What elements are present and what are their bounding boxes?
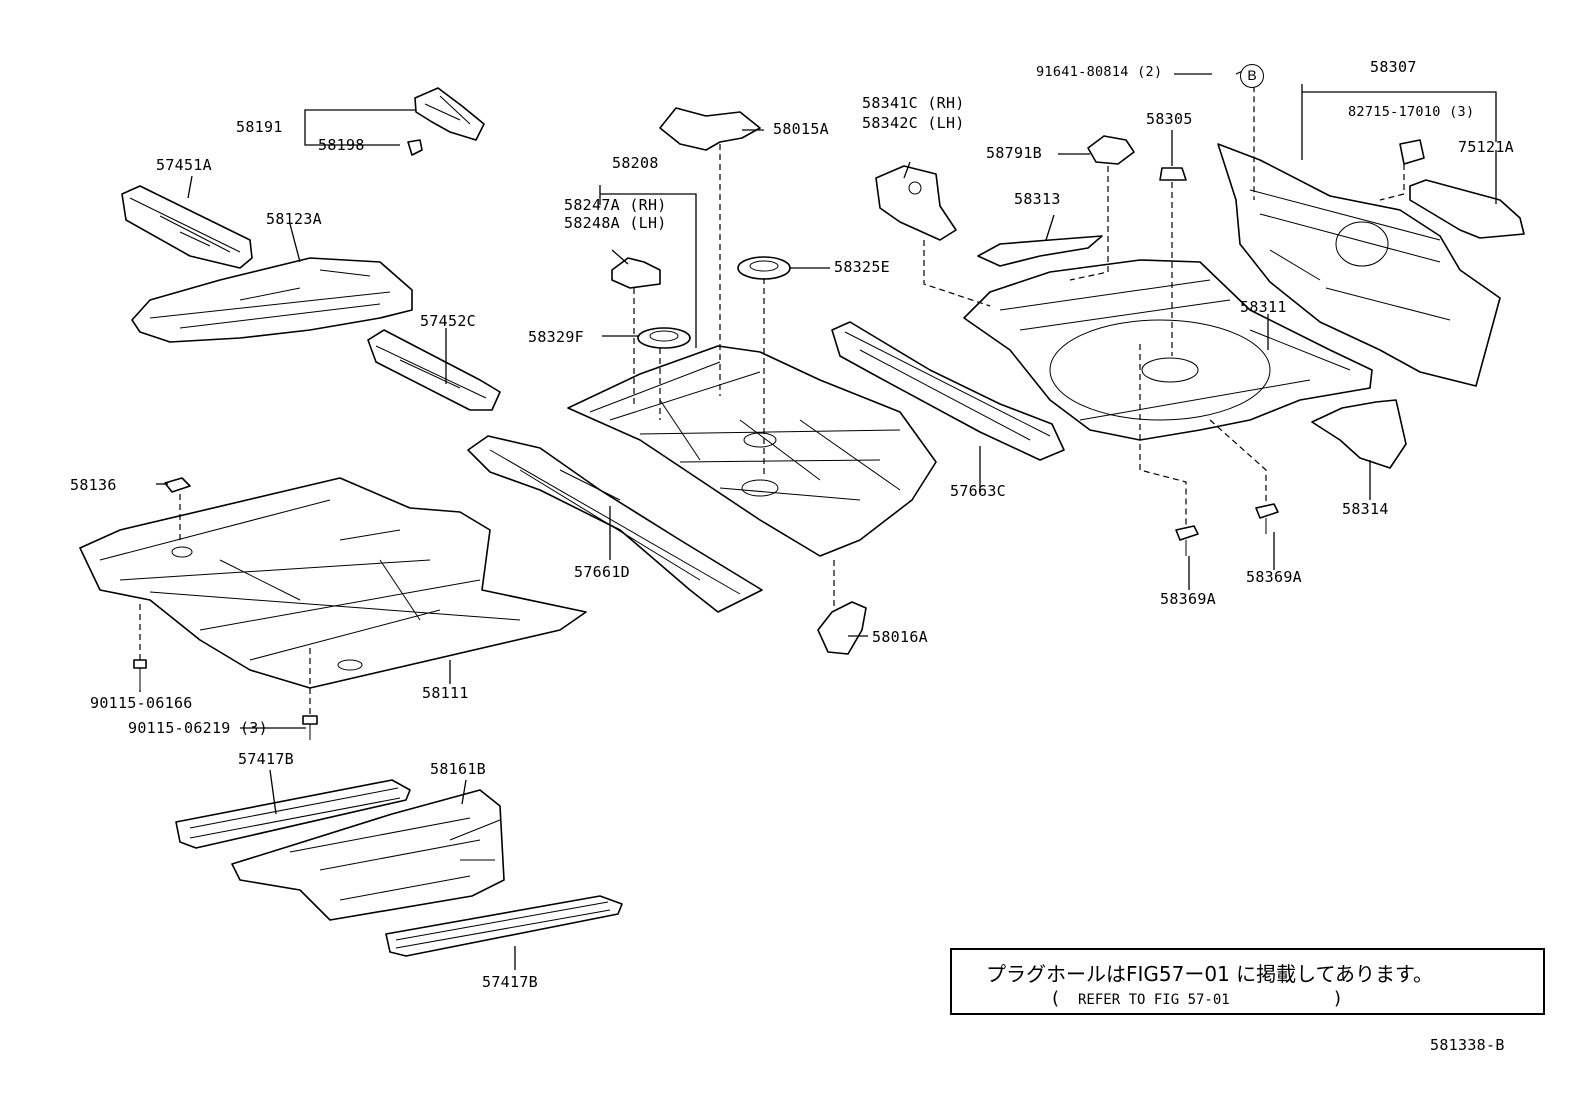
part-82715-shape [1399, 139, 1425, 165]
reference-note-box: プラグホールはFIG57ー01 に掲載してあります。 ( REFER TO FI… [950, 948, 1545, 1015]
label-58198: 58198 [318, 136, 365, 154]
part-57417B-top-shape [175, 779, 411, 849]
label-58369A-left: 58369A [1160, 590, 1216, 608]
bolt-90115-06219 [302, 715, 318, 740]
label-57452C: 57452C [420, 312, 476, 330]
callout-b: B [1240, 64, 1264, 88]
part-58247A-shape [611, 257, 661, 289]
part-57417B-bottom-shape [385, 895, 623, 957]
part-57661D-shape [467, 435, 763, 613]
label-58307: 58307 [1370, 58, 1417, 76]
part-58161B-shape [231, 789, 505, 921]
part-58136-shape [164, 477, 191, 493]
clip-58369A-left [1175, 525, 1199, 556]
label-58123A: 58123A [266, 210, 322, 228]
part-58314-shape [1311, 399, 1407, 469]
note-open-paren: ( [1052, 988, 1060, 1009]
part-58123A-shape [131, 257, 413, 343]
part-58325E-shape [737, 256, 791, 280]
label-58314: 58314 [1342, 500, 1389, 518]
label-58016A: 58016A [872, 628, 928, 646]
part-58198-clip [407, 139, 423, 156]
part-58329F-shape [637, 327, 691, 349]
part-58305-shape [1159, 167, 1187, 181]
dashed-lines [139, 65, 1405, 716]
part-58313-shape [977, 235, 1103, 267]
label-58161B: 58161B [430, 760, 486, 778]
label-58791B: 58791B [986, 144, 1042, 162]
part-57452C-shape [367, 329, 501, 411]
part-58191-shape [414, 87, 485, 141]
label-58208: 58208 [612, 154, 659, 172]
label-91641-80814: 91641-80814 (2) [1036, 64, 1163, 80]
note-japanese: プラグホールはFIG57ー01 に掲載してあります。 [986, 962, 1433, 986]
label-58247A: 58247A (RH) [564, 196, 667, 214]
leader-lines [139, 73, 1497, 970]
label-90115-06219: 90115-06219 (3) [128, 719, 268, 737]
part-58341C-shape [875, 165, 957, 241]
label-58191: 58191 [236, 118, 283, 136]
part-58307-shape [1217, 143, 1501, 387]
bolt-90115-06166 [133, 659, 147, 690]
label-58248A: 58248A (LH) [564, 214, 667, 232]
label-82715-17010: 82715-17010 (3) [1348, 104, 1475, 120]
note-close-paren: ) [1334, 988, 1342, 1009]
label-75121A: 75121A [1458, 138, 1514, 156]
part-58791B-shape [1087, 135, 1135, 165]
label-58329F: 58329F [528, 328, 584, 346]
label-90115-06166: 90115-06166 [90, 694, 193, 712]
label-57661D: 57661D [574, 563, 630, 581]
note-english: REFER TO FIG 57-01 [1078, 992, 1230, 1008]
part-58311-shape [963, 259, 1373, 441]
part-57663C-shape [831, 321, 1065, 461]
label-58015A: 58015A [773, 120, 829, 138]
label-58313: 58313 [1014, 190, 1061, 208]
clip-58369A-right [1255, 503, 1279, 534]
part-57451A-shape [121, 185, 253, 269]
label-58341C: 58341C (RH) [862, 94, 965, 112]
label-57417B-bottom: 57417B [482, 973, 538, 991]
label-58305: 58305 [1146, 110, 1193, 128]
part-58015A-shape [659, 107, 761, 151]
label-57663C: 57663C [950, 482, 1006, 500]
part-75121A-shape [1409, 179, 1525, 239]
diagram-id: 581338-B [1430, 1036, 1505, 1054]
label-57451A: 57451A [156, 156, 212, 174]
part-58016A-shape [817, 601, 867, 655]
label-58311: 58311 [1240, 298, 1287, 316]
label-58136: 58136 [70, 476, 117, 494]
label-58369A-right: 58369A [1246, 568, 1302, 586]
label-58325E: 58325E [834, 258, 890, 276]
label-58342C: 58342C (LH) [862, 114, 965, 132]
label-57417B-top: 57417B [238, 750, 294, 768]
part-58111-shape [79, 477, 587, 689]
label-58111: 58111 [422, 684, 469, 702]
